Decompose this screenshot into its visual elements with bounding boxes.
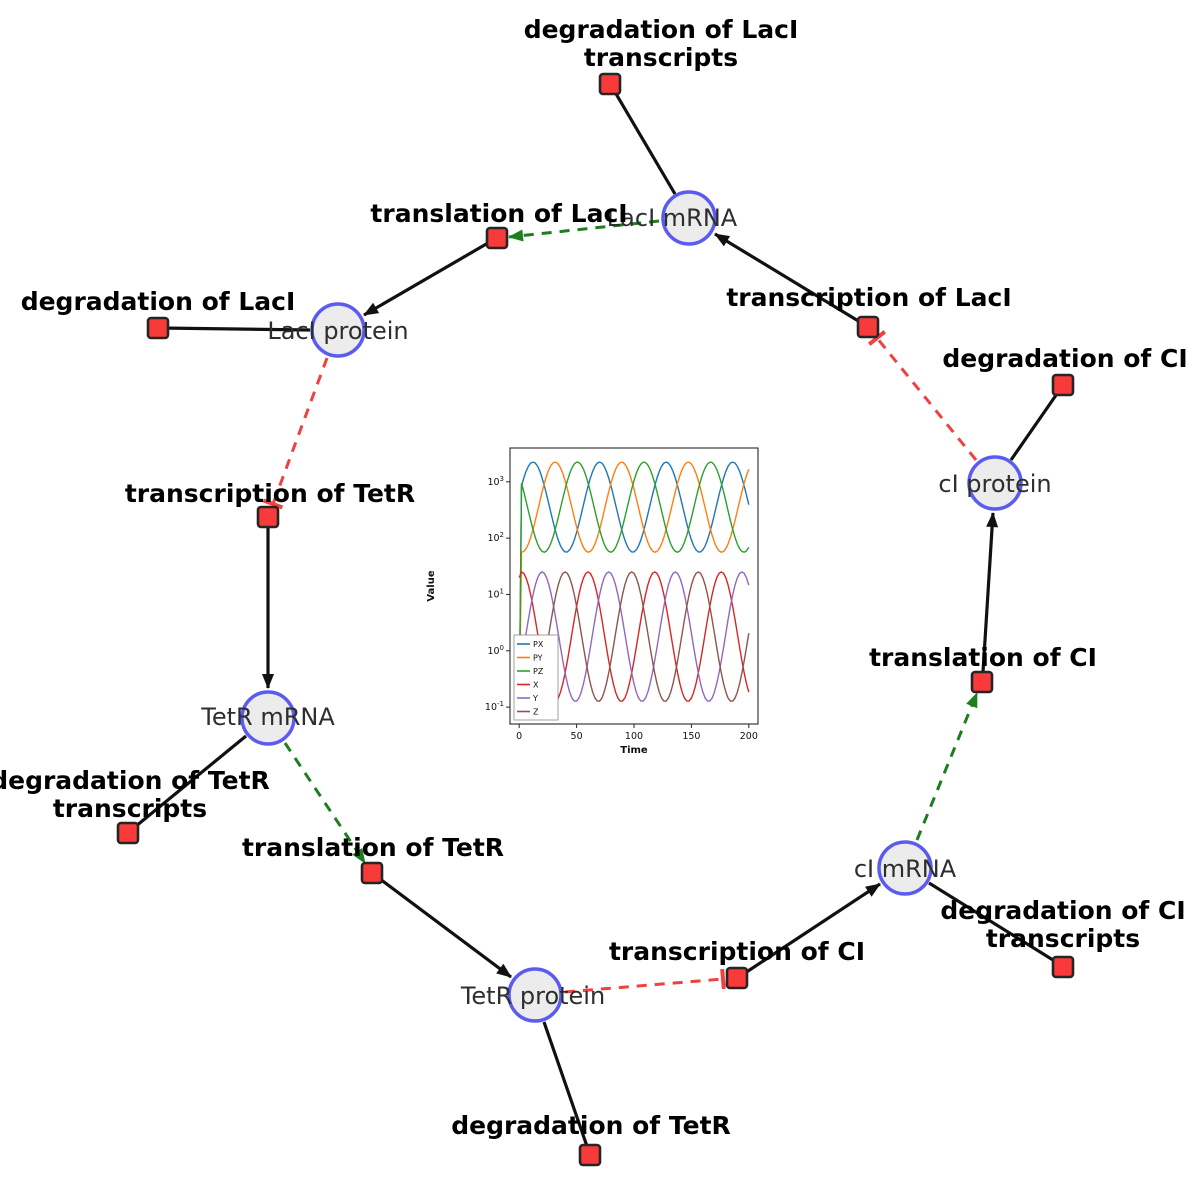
edge-laci-mrna-catalyzes-translation [508,219,660,242]
reaction-label-transcription-laci: transcription of LacI [726,283,1011,312]
reaction-label-degradation-tetr-transcripts-2: transcripts [53,794,207,823]
chart-y-tick-label: 101 [487,587,504,600]
reaction-label-degradation-laci-transcripts-1: degradation of LacI [524,15,799,44]
chart-legend-label: PZ [533,667,544,676]
species-label-tetr-protein: TetR protein [460,982,605,1010]
species-node-ci-protein[interactable] [967,455,1023,511]
edge-tetr-mrna-catalyzes-translation [283,742,367,864]
chart-legend-label: Y [532,694,538,703]
edge-laci-protein-inhibits-transcription-tetr [262,357,329,510]
reaction-node-degradation-laci[interactable] [146,316,170,340]
reaction-node-degradation-tetr-transcripts[interactable] [116,821,140,845]
edge-laci-mrna-to-degradation-transcripts [610,86,677,195]
edge-translation-tetr-to-tetr-protein [379,877,512,979]
reaction-node-translation-ci[interactable] [970,670,994,694]
chart-series-Z [518,571,750,719]
reaction-label-degradation-ci-transcripts-2: transcripts [986,924,1140,953]
chart-x-tick-label: 100 [625,731,643,742]
species-node-ci-mrna[interactable] [877,840,933,896]
chart-x-tick-label: 50 [571,731,583,742]
chart-legend-label: X [533,681,539,690]
chart-x-tick-label: 0 [516,731,522,742]
chart-legend-box [513,634,559,721]
species-node-laci-protein[interactable] [310,302,366,358]
edge-tetr-mrna-to-degradation-transcripts [128,734,248,833]
reaction-label-translation-laci: translation of LacI [370,199,627,228]
edge-ci-protein-inhibits-transcription-laci [867,330,978,461]
species-node-tetr-protein[interactable] [507,967,563,1023]
reaction-label-translation-tetr: translation of TetR [242,833,504,862]
chart-legend-label: PX [533,640,544,649]
reaction-label-transcription-ci: transcription of CI [609,937,865,966]
reaction-node-degradation-ci-transcripts[interactable] [1051,955,1075,979]
chart-legend-label: PY [533,654,543,663]
chart-xlabel: Time [620,745,648,756]
reaction-label-degradation-tetr-transcripts-1: degradation of TetR [0,766,270,795]
edge-translation-ci-to-ci-protein [981,512,999,673]
reaction-node-degradation-tetr[interactable] [578,1143,602,1167]
edge-transcription-laci-to-laci-mrna [714,232,861,324]
species-node-laci-mrna[interactable] [661,190,717,246]
species-label-laci-mrna: LacI mRNA [607,204,738,232]
reaction-label-degradation-ci-transcripts-1: degradation of CI [940,896,1185,925]
reaction-label-degradation-laci-transcripts-2: transcripts [584,43,738,72]
species-node-tetr-mrna[interactable] [240,690,296,746]
edge-ci-mrna-catalyzes-translation [915,692,979,841]
chart-x-tick-label: 150 [682,731,700,742]
reaction-node-degradation-laci-transcripts[interactable] [598,72,622,96]
chart-legend-label: Z [533,708,539,717]
species-label-laci-protein: LacI protein [267,317,408,345]
edge-ci-protein-to-degradation [1009,387,1063,461]
reaction-node-translation-laci[interactable] [485,226,509,250]
chart-y-tick-label: 102 [487,531,504,544]
edge-translation-laci-to-laci-protein [363,241,489,317]
chart-y-tick-label: 103 [487,475,504,488]
chart-y-tick-label: 10-1 [485,700,504,713]
reaction-label-transcription-tetr: transcription of TetR [125,479,415,508]
chart-series-PY [518,461,750,719]
chart-ylabel: Value [426,570,437,601]
species-label-tetr-mrna: TetR mRNA [200,703,335,731]
reaction-node-transcription-ci[interactable] [725,966,749,990]
edge-tetr-protein-inhibits-transcription-ci [564,968,726,994]
reaction-label-degradation-ci: degradation of CI [942,344,1187,373]
species-label-ci-protein: cI protein [938,470,1051,498]
chart-x-tick-label: 200 [740,731,758,742]
edge-transcription-ci-to-ci-mrna [744,882,881,975]
edge-tetr-protein-to-degradation [542,1021,591,1153]
reaction-node-degradation-ci[interactable] [1051,373,1075,397]
edge-laci-protein-to-degradation [159,326,311,332]
reaction-label-translation-ci: translation of CI [869,643,1097,672]
reaction-node-transcription-laci[interactable] [856,315,880,339]
edge-ci-mrna-to-degradation-transcripts [928,881,1062,967]
reaction-label-degradation-tetr: degradation of TetR [451,1111,731,1140]
species-label-ci-mrna: cI mRNA [854,855,957,883]
chart-series-PZ [518,461,750,719]
chart-series-Y [518,571,750,719]
reaction-label-degradation-laci: degradation of LacI [21,287,296,316]
reaction-node-transcription-tetr[interactable] [256,505,280,529]
chart-y-tick-label: 100 [487,644,504,657]
reaction-node-translation-tetr[interactable] [360,861,384,885]
